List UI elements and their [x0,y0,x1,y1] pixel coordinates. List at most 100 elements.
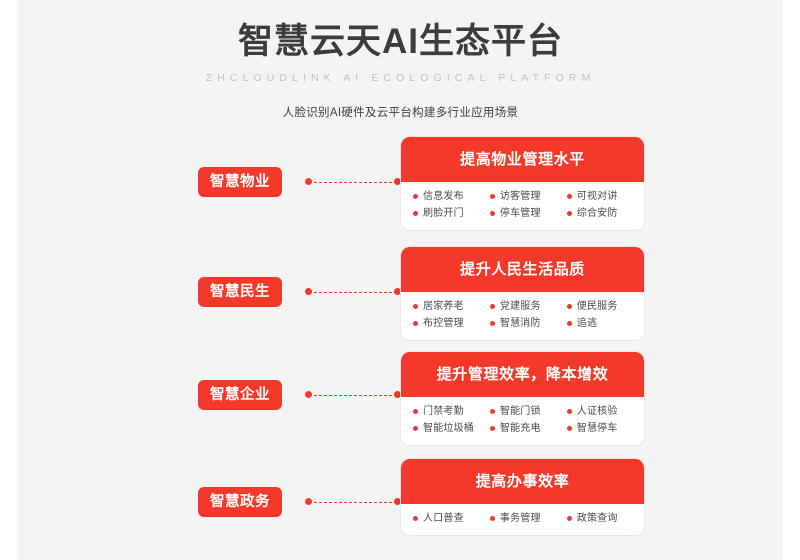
connector-dot-left [305,391,312,398]
solution-card-tags: 信息发布 访客管理 可视对讲刷脸开门 停车管理 综合安防 [401,182,644,230]
feature-tag-label: 停车管理 [499,208,541,219]
feature-tag[interactable]: 信息发布 [413,188,490,205]
connector-line [309,292,397,293]
dotted-connector [305,498,401,507]
solution-card-title: 提高办事效率 [401,459,644,504]
feature-tag[interactable]: 智能垃圾桶 [413,420,490,437]
feature-tag-label: 事务管理 [499,513,541,524]
feature-tag[interactable]: 政策查询 [566,510,634,527]
solution-card-title: 提高物业管理水平 [401,137,644,182]
feature-tag-label: 便民服务 [576,301,618,312]
connector-dot-right [394,288,401,295]
page-description: 人脸识别AI硬件及云平台构建多行业应用场景 [282,107,519,119]
category-badge[interactable]: 智慧物业 [198,167,282,197]
feature-tag-label: 追逃 [576,318,598,329]
solution-card-title: 提升管理效率，降本增效 [401,352,644,397]
tag-row: 智能垃圾桶 智能充电 智慧停车 [413,420,634,437]
solution-card-tags: 居家养老党建服务便民服务布控管理 智慧消防 追逃 [401,292,644,340]
solution-card[interactable]: 提升人民生活品质居家养老党建服务便民服务布控管理 智慧消防 追逃 [401,247,644,340]
bullet-icon [489,321,495,326]
feature-tag-label: 门禁考勤 [423,406,464,417]
feature-tag[interactable]: 事务管理 [489,510,567,527]
feature-tag-label: 人口普查 [423,513,464,524]
feature-tag-label: 智能门锁 [499,406,541,417]
tag-row: 布控管理 智慧消防 追逃 [413,315,634,332]
bullet-icon [566,304,572,309]
page-subtitle-english: ZHCLOUDLINK AI ECOLOGICAL PLATFORM [205,72,596,84]
solution-card[interactable]: 提高物业管理水平信息发布 访客管理 可视对讲刷脸开门 停车管理 综合安防 [401,137,644,230]
feature-tag[interactable]: 智慧消防 [489,315,567,332]
bullet-icon [566,321,572,326]
feature-tag[interactable]: 智慧停车 [566,420,634,437]
dotted-connector [305,288,401,297]
feature-tag[interactable]: 访客管理 [489,188,567,205]
tag-row: 门禁考勤 智能门锁 人证核验 [413,403,634,420]
feature-tag-label: 人证核验 [576,406,618,417]
feature-tag[interactable]: 刷脸开门 [413,205,490,222]
feature-tag-label: 智慧停车 [576,423,618,434]
bullet-icon [413,426,418,431]
connector-dot-right [394,391,401,398]
bullet-icon [413,321,418,326]
feature-tag[interactable]: 便民服务 [566,298,634,315]
feature-tag-label: 刷脸开门 [423,208,464,219]
feature-tag-label: 政策查询 [576,513,618,524]
bullet-icon [489,409,495,414]
feature-tag-label: 智能垃圾桶 [423,423,474,434]
bullet-icon [413,409,418,414]
bullet-icon [413,516,418,521]
category-badge[interactable]: 智慧企业 [198,380,282,410]
feature-tag-label: 访客管理 [499,191,541,202]
bullet-icon [413,194,418,199]
feature-tag[interactable]: 综合安防 [566,205,634,222]
dotted-connector [305,391,401,400]
bullet-icon [566,211,572,216]
feature-tag[interactable]: 人证核验 [566,403,634,420]
feature-tag-label: 智慧消防 [499,318,541,329]
connector-line [309,502,397,503]
solution-card-title: 提升人民生活品质 [401,247,644,292]
connector-dot-left [305,178,312,185]
feature-tag-label: 信息发布 [423,191,464,202]
feature-tag[interactable]: 布控管理 [413,315,490,332]
connector-dot-left [305,288,312,295]
feature-tag[interactable]: 门禁考勤 [413,403,490,420]
feature-tag-label: 可视对讲 [576,191,618,202]
bullet-icon [413,211,418,216]
solution-card-tags: 人口普查 事务管理 政策查询 [401,504,644,535]
bullet-icon [489,304,495,309]
bullet-icon [566,194,572,199]
dotted-connector [305,178,401,187]
page-canvas: 智慧云天AI生态平台 ZHCLOUDLINK AI ECOLOGICAL PLA… [18,0,783,560]
feature-tag-label: 布控管理 [423,318,464,329]
feature-tag[interactable]: 追逃 [566,315,634,332]
bullet-icon [489,516,495,521]
solution-card[interactable]: 提高办事效率人口普查 事务管理 政策查询 [401,459,644,535]
tag-row: 信息发布 访客管理 可视对讲 [413,188,634,205]
connector-line [309,182,397,183]
feature-tag-label: 综合安防 [576,208,618,219]
solution-card[interactable]: 提升管理效率，降本增效门禁考勤 智能门锁 人证核验智能垃圾桶 智能充电 智慧停车 [401,352,644,445]
feature-tag[interactable]: 居家养老 [413,298,490,315]
category-badge[interactable]: 智慧政务 [198,487,282,517]
feature-tag[interactable]: 党建服务 [489,298,567,315]
feature-tag[interactable]: 停车管理 [489,205,567,222]
tag-row: 刷脸开门 停车管理 综合安防 [413,205,634,222]
feature-tag-label: 智能充电 [499,423,541,434]
feature-tag[interactable]: 可视对讲 [566,188,634,205]
feature-tag[interactable]: 人口普查 [413,510,490,527]
bullet-icon [566,426,572,431]
bullet-icon [566,409,572,414]
connector-dot-left [305,498,312,505]
page-title: 智慧云天AI生态平台 [237,22,563,61]
feature-tag[interactable]: 智能充电 [489,420,567,437]
feature-tag[interactable]: 智能门锁 [489,403,567,420]
bullet-icon [489,194,495,199]
tag-row: 人口普查 事务管理 政策查询 [413,510,634,527]
bullet-icon [489,426,495,431]
page-header: 智慧云天AI生态平台 ZHCLOUDLINK AI ECOLOGICAL PLA… [18,0,783,121]
category-badge[interactable]: 智慧民生 [198,277,282,307]
solution-card-tags: 门禁考勤 智能门锁 人证核验智能垃圾桶 智能充电 智慧停车 [401,397,644,445]
connector-dot-right [394,498,401,505]
bullet-icon [566,516,572,521]
